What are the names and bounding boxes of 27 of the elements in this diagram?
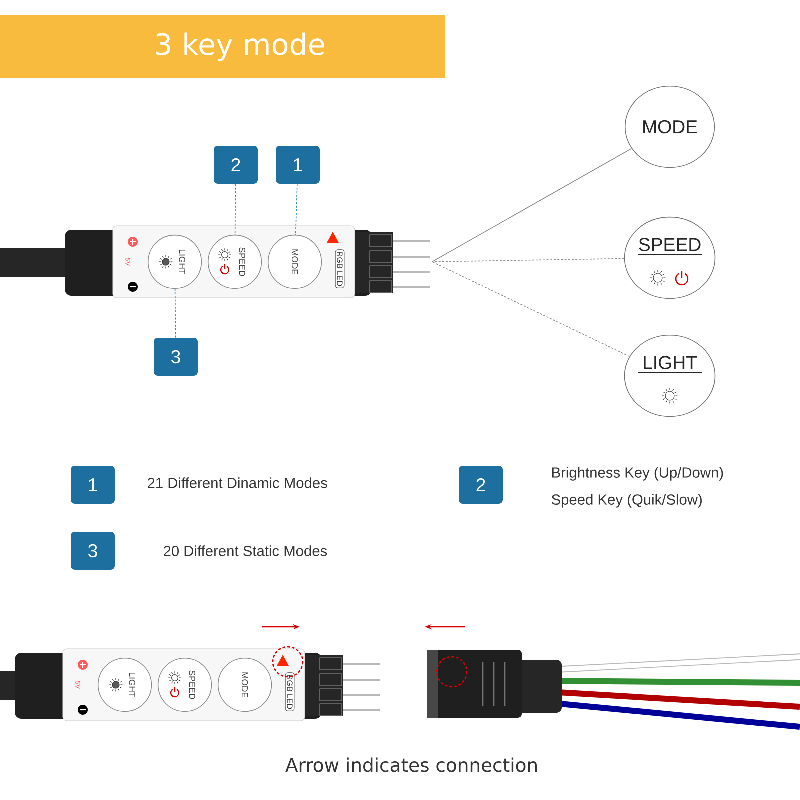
push-button: LIGHT	[98, 658, 152, 712]
title-banner: 3 key mode	[0, 15, 445, 78]
callout-number: 1	[71, 466, 115, 504]
push-button: SPEED	[208, 234, 262, 290]
product-marking: RGB LED	[285, 672, 295, 712]
description-text: 21 Different Dinamic Modes	[148, 478, 328, 488]
callout-number: 3	[154, 338, 198, 376]
leader-line	[295, 184, 298, 236]
callout-number: 2	[459, 466, 503, 504]
description-text: Speed Key (Quik/Slow)	[552, 494, 702, 508]
callout-number: 2	[214, 146, 258, 184]
push-button: SPEED	[158, 658, 212, 712]
callout-number: 1	[276, 146, 320, 184]
leader-line	[432, 148, 632, 262]
callout-number: 3	[71, 532, 115, 570]
leader-line	[432, 258, 625, 262]
description-text: 20 Different Static Modes	[164, 546, 328, 556]
description-text: Brightness Key (Up/Down)	[552, 467, 724, 481]
product-marking: RGB LED	[335, 250, 345, 288]
connector-drawing	[427, 650, 800, 730]
push-button: MODE	[218, 658, 272, 712]
push-button: MODE	[268, 234, 322, 290]
leader-line	[234, 184, 236, 236]
leader-line	[174, 288, 176, 338]
caption: Arrow indicates connection	[286, 758, 537, 772]
leader-line	[432, 262, 630, 358]
push-button: LIGHT	[148, 234, 202, 290]
